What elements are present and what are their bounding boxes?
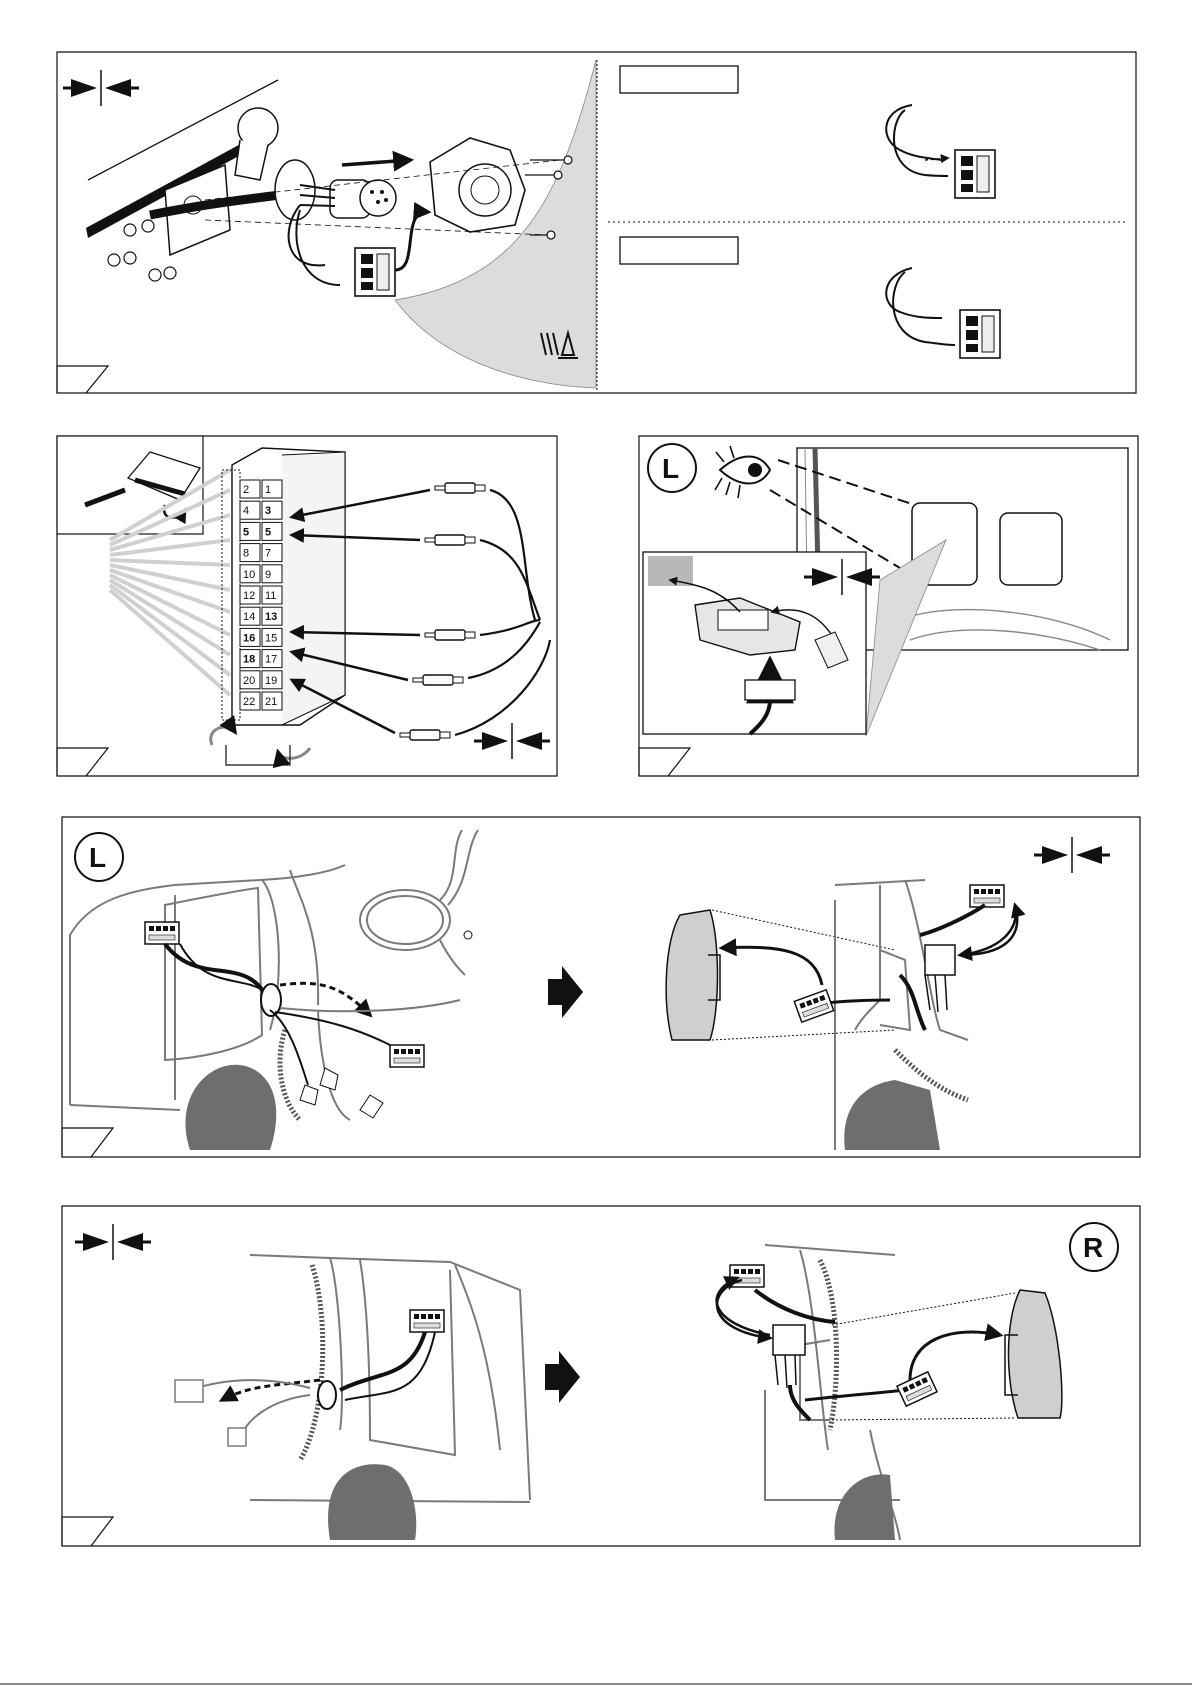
panel-4-left-rear-light: L: [62, 817, 1140, 1157]
join-arrows-icon: [75, 1224, 151, 1260]
pin-number: 20: [243, 675, 255, 687]
pin-number: 14: [243, 611, 255, 623]
pin-number: 17: [265, 654, 277, 666]
next-step-arrow-icon: [548, 966, 583, 1018]
pin-number: 21: [265, 696, 277, 708]
join-arrows-icon: [1034, 837, 1110, 873]
pin-number: 11: [265, 590, 276, 602]
pin-number: 2: [243, 484, 249, 496]
pin-number: 5: [243, 526, 249, 538]
panel-5-right-rear-light: R: [62, 1206, 1140, 1546]
pin-number: 4: [243, 505, 249, 517]
panel-1-socket-mount: [57, 52, 1136, 393]
pins-left-column: 2 4 5 8 10 12 14 16 18 20 22: [240, 480, 260, 710]
pin-number: 16: [243, 632, 255, 644]
pin-number: 7: [265, 548, 271, 560]
join-arrows-icon: [63, 70, 139, 106]
pin-number: 9: [265, 569, 271, 581]
next-step-arrow-icon: [545, 1351, 580, 1403]
pin-number: 19: [265, 675, 277, 687]
panel-3-module-mount: L: [639, 436, 1138, 776]
variant-label-box-1: [620, 66, 738, 93]
pin-number: 13: [265, 611, 277, 623]
pin-number: 18: [243, 654, 255, 666]
pin-number: 1: [265, 484, 271, 496]
pin-number: 8: [243, 548, 249, 560]
side-marker-left: L: [662, 453, 679, 484]
side-marker-right: R: [1083, 1232, 1103, 1263]
pin-number: 15: [265, 632, 277, 644]
pin-number: 5: [265, 526, 271, 538]
side-marker-left: L: [89, 842, 106, 873]
variant-label-box-2: [620, 237, 738, 264]
join-arrows-icon: [474, 723, 550, 759]
pin-number: 10: [243, 569, 255, 581]
pin-number: 12: [243, 590, 255, 602]
eye-icon: [715, 446, 770, 498]
pin-number: 3: [265, 505, 271, 517]
pin-number: 22: [243, 696, 255, 708]
